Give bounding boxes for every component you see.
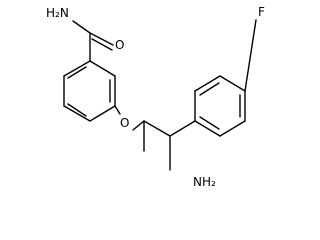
ch-to-aryl-bond — [169, 120, 196, 137]
ring-bond — [63, 105, 91, 122]
aromatic-inner-bond — [67, 66, 87, 79]
carbonyl-double-bond — [91, 38, 113, 51]
c-f-bond — [244, 19, 257, 92]
ring-bond — [194, 120, 221, 137]
ring-to-ether-bond — [114, 105, 121, 115]
benzene-ring-left — [63, 60, 116, 122]
ring-bond — [219, 120, 246, 137]
fluorine-label: F — [258, 5, 265, 19]
fluorophenyl-ring — [194, 19, 257, 137]
ether-to-ch-bond — [132, 120, 145, 131]
structure-canvas: H₂N O O F NH₂ — [46, 5, 265, 189]
chemical-structure-diagram: H₂N O O F NH₂ — [46, 5, 265, 189]
ring-bond — [63, 60, 91, 77]
amine-nh2-label: NH₂ — [193, 175, 216, 189]
aromatic-inner-bond — [199, 82, 220, 96]
ring-bond — [194, 75, 221, 92]
ring-bond — [89, 105, 116, 122]
aromatic-inner-bond — [67, 103, 87, 117]
amide-nh2-label: H₂N — [46, 6, 69, 20]
aromatic-inner-bond — [199, 116, 220, 130]
amide-n-bond — [72, 20, 91, 34]
carbonyl-bond — [89, 32, 114, 46]
ether-oxygen-label: O — [120, 116, 129, 130]
ch-to-ch-bond — [143, 120, 171, 137]
ring-bond — [89, 60, 116, 77]
ether-chain — [114, 105, 196, 171]
carboxamide-group — [72, 20, 114, 62]
ring-bond — [219, 75, 246, 92]
carbonyl-oxygen-label: O — [115, 38, 124, 52]
